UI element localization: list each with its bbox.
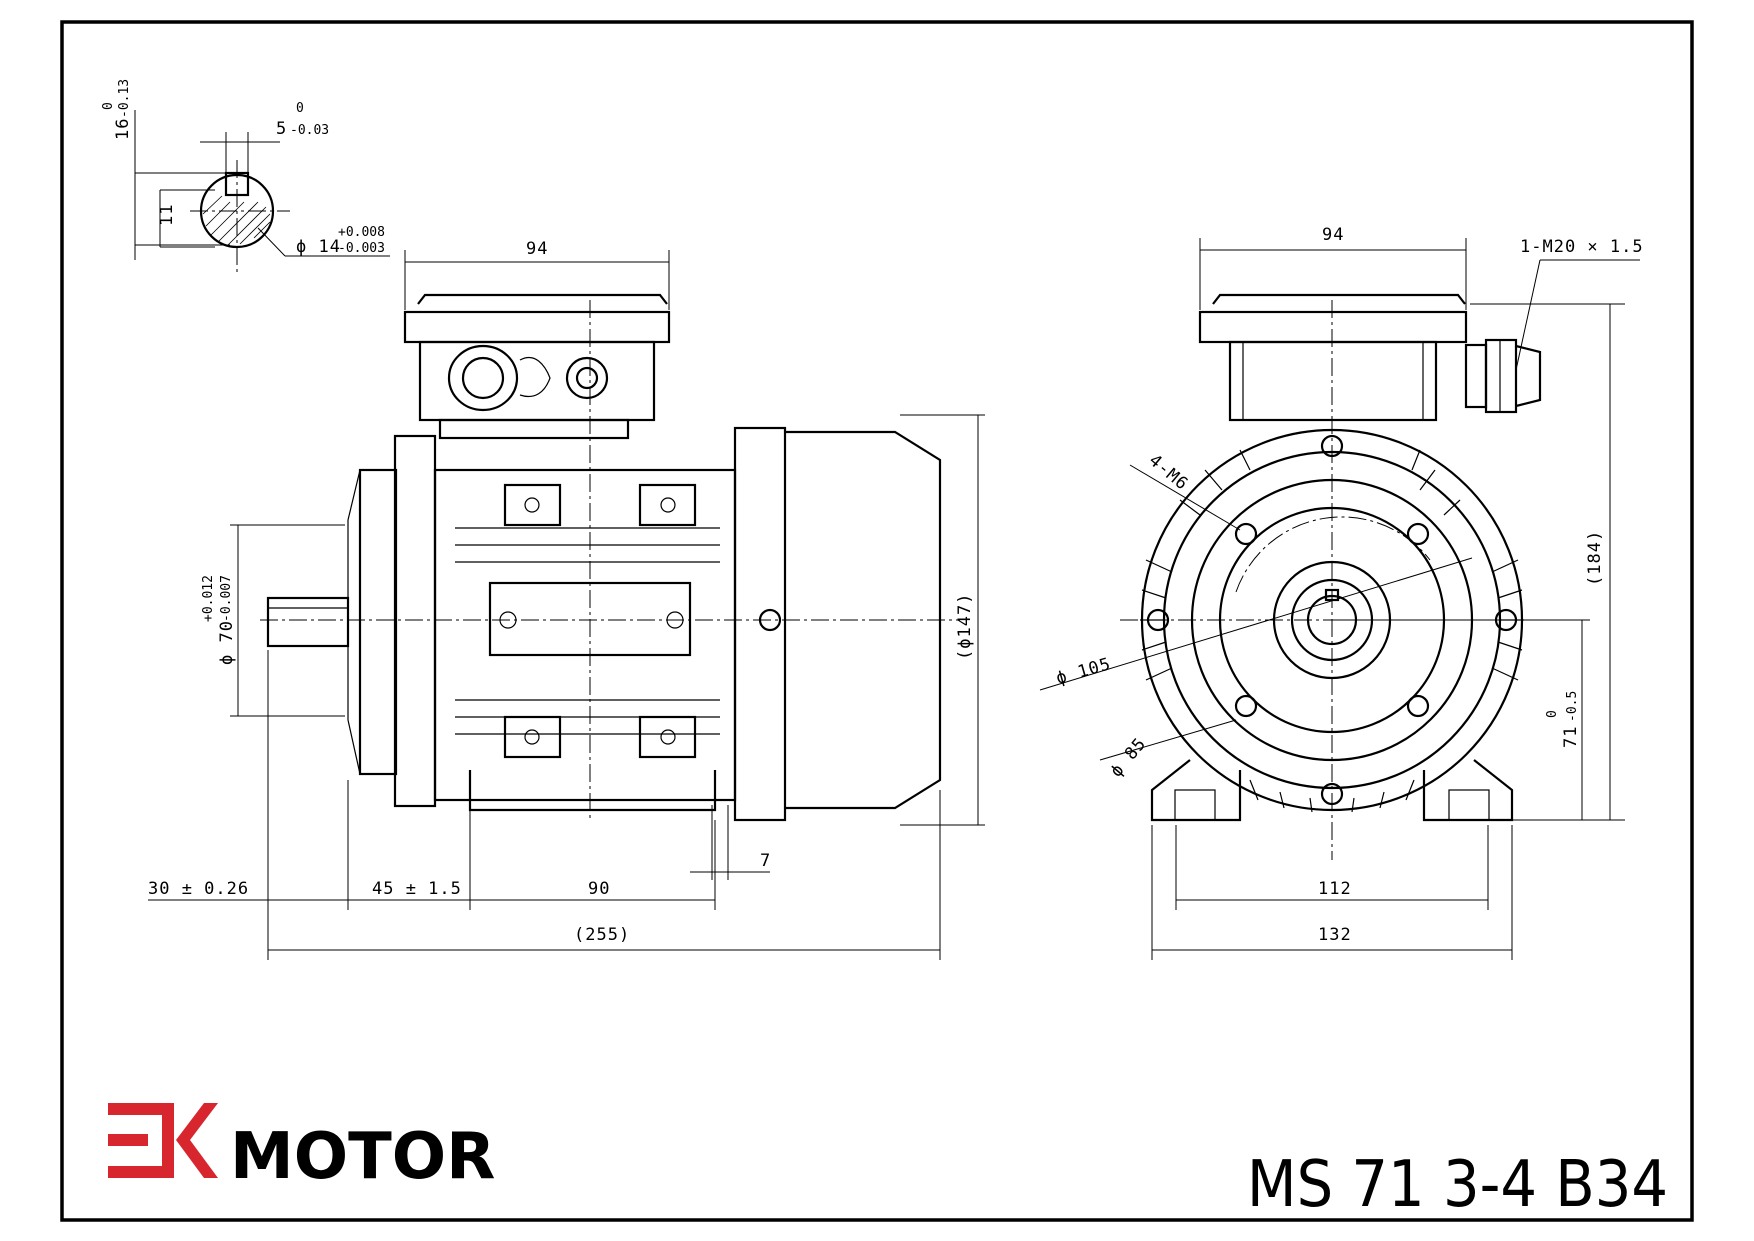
key-height-label: 16 bbox=[113, 118, 133, 140]
key-height-tol-lower: -0.13 bbox=[117, 79, 132, 118]
side-shaft-length: 30 ± 0.26 bbox=[148, 879, 249, 899]
shaft-diameter-label: ϕ 14 bbox=[296, 237, 341, 257]
key-width-tol-lower: -0.03 bbox=[290, 123, 329, 138]
front-view: 94 1-M20 × 1.5 4-M6 ϕ 105 ϕ 85 (184) 71 … bbox=[1039, 225, 1644, 960]
shaft-tol-lower: -0.003 bbox=[338, 241, 385, 256]
front-overall-height: (184) bbox=[1585, 530, 1605, 586]
key-width-tol-upper: 0 bbox=[296, 101, 304, 116]
side-body-diameter: (ϕ147) bbox=[955, 593, 975, 660]
side-flange-to-foot: 45 ± 1.5 bbox=[372, 879, 462, 899]
front-shaft-height-tol-upper: 0 bbox=[1545, 710, 1560, 718]
front-terminal-box-width: 94 bbox=[1322, 225, 1344, 245]
front-shaft-height: 71 bbox=[1561, 726, 1581, 748]
brand-logo: MOTOR bbox=[108, 1103, 495, 1194]
keyway-detail: 16 0 -0.13 5 0 -0.03 11 ϕ 14 +0.008 -0.0… bbox=[101, 79, 390, 272]
side-flange-diameter: ϕ 70 bbox=[217, 620, 237, 665]
model-title: MS 71 3-4 B34 bbox=[1247, 1148, 1668, 1222]
ek-logo-mark bbox=[108, 1103, 218, 1178]
drawing-frame bbox=[60, 20, 1694, 1222]
key-width-label: 5 bbox=[276, 119, 287, 139]
front-pitch-circle-inner: ϕ 85 bbox=[1107, 734, 1151, 781]
side-overall-length: (255) bbox=[574, 925, 630, 945]
side-view: 94 ϕ 70 +0.012 -0.007 (ϕ147) 30 ± 0.26 4… bbox=[148, 239, 985, 960]
brand-name: MOTOR bbox=[230, 1120, 495, 1194]
front-foot-width: 132 bbox=[1318, 925, 1352, 945]
side-foot-spacing: 90 bbox=[588, 879, 610, 899]
front-pitch-circle-outer: ϕ 105 bbox=[1054, 654, 1114, 689]
side-flange-tol-upper: +0.012 bbox=[201, 575, 216, 622]
side-foot-hole: 7 bbox=[760, 851, 771, 871]
key-height-tol-upper: 0 bbox=[101, 102, 116, 110]
side-terminal-box-width: 94 bbox=[526, 239, 548, 259]
front-shaft-height-tol-lower: -0.5 bbox=[1565, 691, 1580, 722]
shaft-depth-label: 11 bbox=[157, 204, 177, 226]
side-flange-tol-lower: -0.007 bbox=[219, 575, 234, 622]
front-foot-hole-spacing: 112 bbox=[1318, 879, 1352, 899]
shaft-tol-upper: +0.008 bbox=[338, 225, 385, 240]
front-cable-gland: 1-M20 × 1.5 bbox=[1520, 237, 1644, 257]
